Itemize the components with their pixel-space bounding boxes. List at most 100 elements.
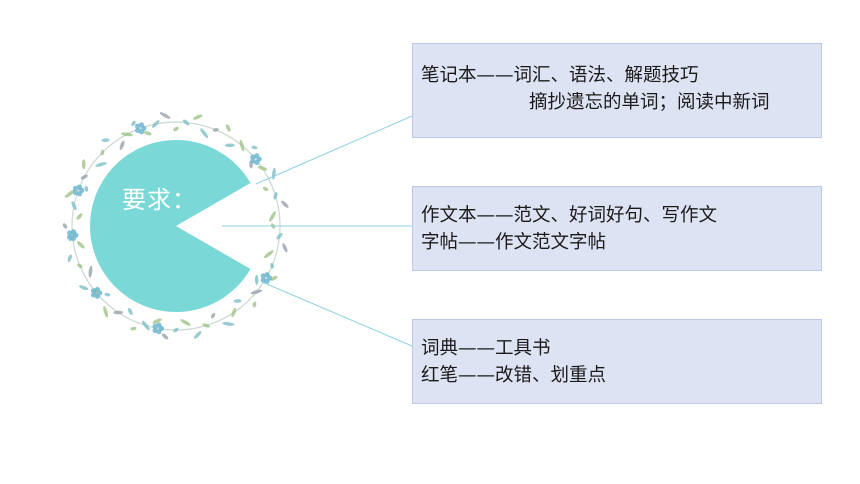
wreath-leaf — [131, 120, 136, 127]
wreath-leaf — [143, 131, 152, 136]
wreath-leaf — [152, 318, 162, 324]
notebook-box: 笔记本——词汇、语法、解题技巧 摘抄遗忘的单词；阅读中新词 — [412, 43, 822, 138]
wreath-leaf — [282, 243, 288, 253]
wreath-leaf — [161, 333, 169, 340]
flower-petal — [67, 234, 73, 240]
wreath-leaf — [62, 223, 68, 229]
wreath-leaf — [269, 211, 276, 222]
flower-petal — [156, 329, 162, 335]
wreath-leaf — [254, 274, 259, 285]
wreath-leaf — [67, 254, 72, 263]
wreath-leaf — [263, 250, 274, 259]
flower-petal — [254, 159, 260, 166]
flower-petal — [138, 122, 145, 128]
wreath-leaf — [81, 159, 86, 170]
flower-petal — [156, 322, 162, 328]
requirements-title: 要求： — [122, 186, 197, 214]
wreath-leaf — [231, 307, 237, 318]
wreath-leaf — [202, 323, 211, 328]
wreath-leaf — [250, 289, 263, 295]
wreath-leaf — [77, 241, 85, 249]
pie-shape — [90, 140, 251, 312]
composition-line-1: 作文本——范文、好词好句、写作文 — [421, 205, 718, 226]
wreath-leaf — [212, 128, 219, 132]
wreath-leaf — [193, 331, 202, 339]
dictionary-box: 词典——工具书 红笔——改错、划重点 — [412, 319, 822, 404]
wreath-leaf — [281, 200, 289, 209]
flower-petal — [135, 123, 141, 129]
wreath-leaf — [224, 143, 235, 148]
wreath-leaf — [77, 263, 83, 269]
wreath-leaf — [251, 145, 258, 150]
wreath-leaf — [101, 138, 110, 143]
connector-line-3 — [261, 281, 413, 347]
flower-petal — [72, 185, 78, 191]
flower-petal — [250, 154, 256, 160]
wreath-leaf — [151, 120, 160, 128]
wreath-leaf — [173, 327, 179, 333]
flower-petal — [72, 189, 78, 196]
flower-petal — [254, 153, 260, 159]
wreath-leaf — [270, 275, 278, 281]
wreath-leaf — [159, 112, 171, 119]
wreath-leaf — [113, 310, 124, 315]
wreath-leaf — [88, 265, 93, 278]
wreath-leaf — [76, 213, 83, 220]
wreath-leaf — [193, 114, 203, 120]
flower-petal — [70, 229, 77, 235]
flower-petal — [67, 230, 73, 236]
wreath-leaf — [71, 201, 77, 211]
wreath-leaf — [121, 132, 133, 137]
wreath-leaf — [130, 326, 137, 331]
flower-petal — [94, 286, 100, 293]
composition-line-2: 字帖——作文范文字帖 — [421, 232, 607, 253]
wreath-leaf — [103, 306, 108, 318]
dictionary-line-2: 红笔——改错、划重点 — [421, 365, 607, 386]
wreath-leaf — [95, 162, 107, 167]
dictionary-line-1: 词典——工具书 — [421, 338, 551, 359]
flower-petal — [76, 191, 82, 197]
flower-petal — [90, 292, 97, 298]
flower-petal — [76, 184, 82, 190]
flower-petal — [250, 158, 256, 164]
wreath-leaf — [233, 299, 242, 303]
wreath-leaf — [180, 319, 191, 326]
wreath-leaf — [173, 126, 179, 132]
wreath-leaf — [210, 312, 216, 319]
wreath-leaf — [262, 186, 269, 192]
wreath-leaf — [84, 185, 89, 192]
flower-petal — [260, 277, 266, 283]
wreath-leaf — [257, 165, 268, 171]
wreath-leaf — [80, 174, 88, 180]
wreath-leaf — [276, 232, 283, 240]
wreath-leaf — [64, 189, 75, 198]
wreath-leaf — [271, 167, 276, 180]
wreath-leaf — [104, 292, 111, 297]
wreath-leaf — [119, 140, 125, 151]
wreath-leaves — [62, 112, 289, 340]
flower-petal — [264, 278, 270, 284]
wreath-leaf — [273, 191, 278, 200]
wreath-leaf — [127, 307, 133, 316]
wreath-leaf — [141, 320, 150, 331]
flower-petal — [264, 272, 270, 278]
wreath-leaf — [78, 285, 89, 291]
wreath-leaf — [200, 128, 209, 139]
wreath-leaf — [252, 301, 257, 308]
flower-petal — [260, 273, 266, 279]
wreath-leaf — [270, 262, 274, 269]
wreath-leaf — [222, 321, 235, 326]
wreath-leaf — [182, 119, 190, 126]
connector-line-1 — [255, 115, 413, 185]
wreath-leaf — [225, 124, 231, 132]
flower-petal — [152, 323, 158, 329]
composition-box: 作文本——范文、好词好句、写作文 字帖——作文范文字帖 — [412, 186, 822, 271]
flower-petal — [135, 127, 141, 133]
wreath-leaf — [239, 139, 245, 152]
wreath-leaf — [100, 149, 105, 156]
notebook-line-1: 笔记本——词汇、语法、解题技巧 — [421, 65, 699, 86]
flower-petal — [94, 293, 100, 299]
notebook-line-2: 摘抄遗忘的单词；阅读中新词 — [529, 92, 770, 113]
flower-petal — [152, 327, 158, 334]
